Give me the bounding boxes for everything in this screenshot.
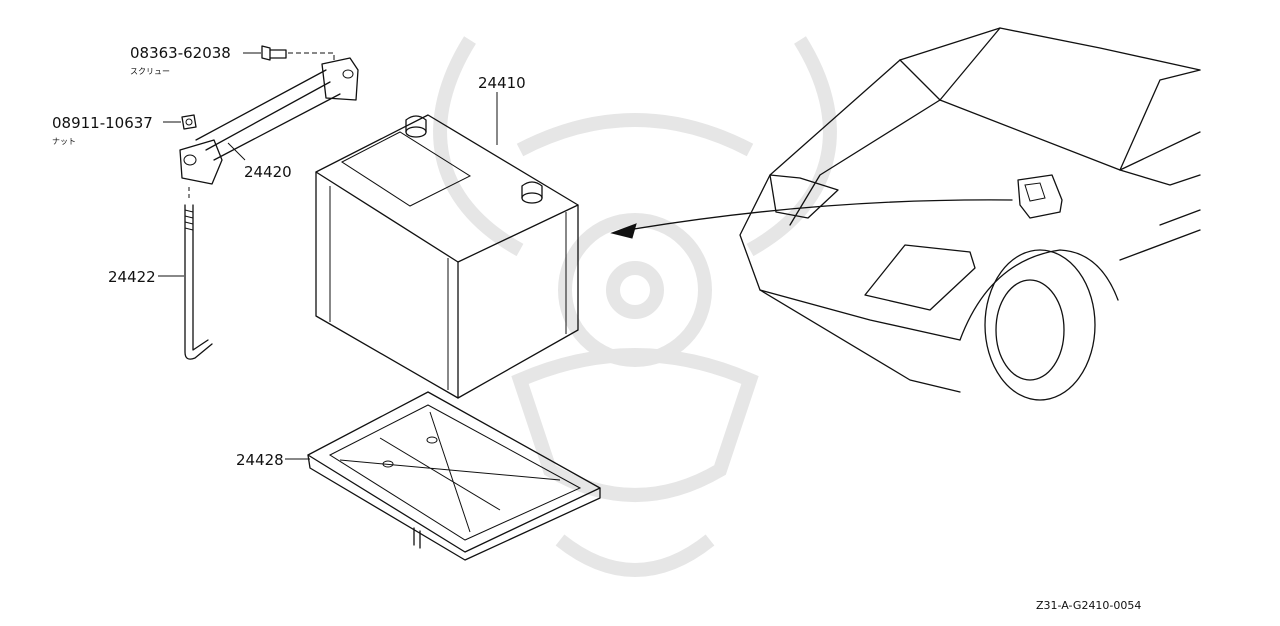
tray-part-number: 24428	[236, 451, 284, 469]
nut-part-name: ナット	[52, 137, 76, 146]
screw-part-number: 08363-62038	[130, 44, 231, 62]
diagram-code: Z31-A-G2410-0054	[1036, 599, 1141, 612]
hold-down-frame-part	[179, 57, 359, 185]
terminal-negative	[521, 181, 543, 204]
rod-part-number: 24422	[108, 268, 156, 286]
watermark-logo	[433, 36, 837, 577]
vehicle-location-view	[610, 27, 1201, 401]
nut-part-number: 08911-10637	[52, 114, 153, 132]
battery-location-marker	[1017, 174, 1063, 219]
hold-down-rod-part	[184, 187, 213, 360]
battery-part-number: 24410	[478, 74, 526, 92]
nut-part	[181, 114, 197, 130]
screw-part-name: スクリュー	[130, 67, 170, 76]
frame-part-number: 24420	[244, 163, 292, 181]
frame-leader	[227, 142, 246, 161]
terminal-positive	[405, 115, 427, 138]
battery-part	[315, 114, 579, 399]
screw-part	[261, 45, 335, 62]
battery-tray-part	[307, 391, 601, 561]
